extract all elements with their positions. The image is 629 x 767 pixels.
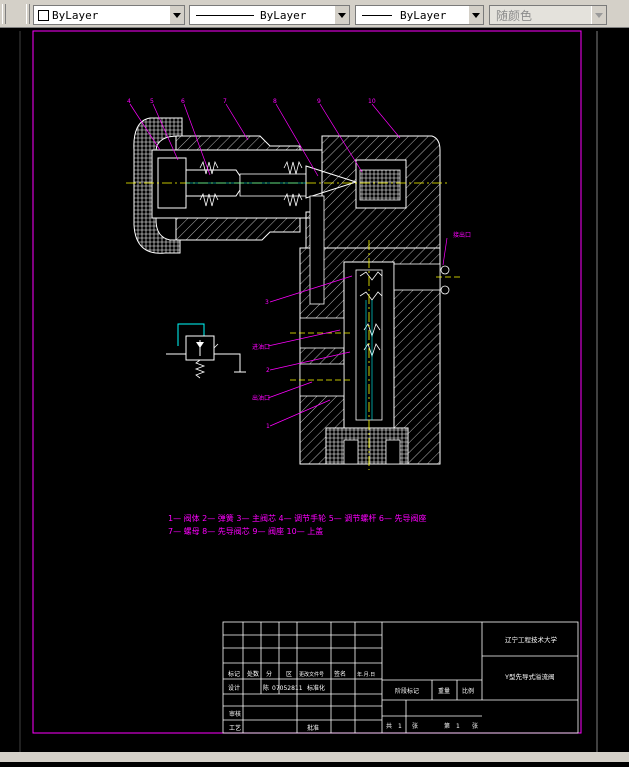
lineweight-combo-value: ByLayer [400, 9, 447, 22]
linetype-combo-value: ByLayer [260, 9, 307, 22]
color-combo[interactable]: ByLayer [33, 5, 185, 25]
chevron-down-icon[interactable] [468, 6, 483, 24]
valve-assembly [126, 117, 460, 470]
title-cell: 签名 [334, 670, 346, 678]
part-number-label: 5 [150, 98, 154, 105]
drawing-canvas[interactable]: 4 5 6 7 8 9 10 接出口 3 进油口 2 出油口 1 [0, 28, 629, 762]
port-label: 进油口 [252, 343, 270, 351]
chevron-down-icon [591, 6, 606, 24]
lineweight-combo[interactable]: ByLayer [355, 5, 484, 25]
parts-legend: 1— 阀体 2— 弹簧 3— 主阀芯 4— 调节手轮 5— 调节螺杆 6— 先导… [168, 513, 427, 536]
title-cell: 07052811 [272, 685, 303, 692]
title-cell: 审核 [229, 710, 241, 718]
toolbar-grip[interactable] [2, 4, 6, 24]
title-cell: 阶段标记 [395, 687, 419, 695]
title-cell: 批准 [307, 724, 319, 732]
title-cell: 标准化 [307, 684, 325, 692]
title-cell: 比例 [462, 687, 474, 695]
title-cell: 张 [412, 722, 418, 730]
title-cell: 工艺 [229, 724, 241, 732]
title-cell: 处数 [247, 670, 259, 678]
color-combo-value: ByLayer [52, 9, 99, 22]
part-number-label: 2 [266, 367, 270, 374]
plotstyle-combo-value: 随颜色 [496, 9, 533, 23]
title-cell: 年.月.日 [357, 671, 375, 678]
status-strip [0, 752, 629, 762]
part-number-label: 6 [181, 98, 185, 105]
title-cell: 重量 [438, 687, 450, 695]
title-cell: 标记 [228, 670, 240, 678]
legend-line: 1— 阀体 2— 弹簧 3— 主阀芯 4— 调节手轮 5— 调节螺杆 6— 先导… [168, 513, 427, 523]
relief-valve-symbol [166, 323, 246, 379]
part-number-label: 8 [273, 98, 277, 105]
part-number-label: 1 [266, 423, 270, 430]
part-number-label: 10 [368, 98, 376, 105]
title-cell: 张 [472, 722, 478, 730]
title-cell: 更改文件号 [299, 671, 324, 678]
lineweight-swatch-icon [362, 15, 392, 16]
part-number-label: 7 [223, 98, 227, 105]
part-callouts [129, 103, 448, 427]
title-cell: 1 [398, 723, 402, 730]
part-number-label: 4 [127, 98, 131, 105]
title-cell: 分 [266, 670, 272, 678]
port-label: 出油口 [252, 394, 270, 402]
legend-line: 7— 螺母 8— 先导阀芯 9— 阀座 10— 上盖 [168, 526, 323, 536]
drawing-title: Y型先导式溢流阀 [504, 672, 554, 681]
toolbar-grip[interactable] [26, 4, 30, 24]
properties-toolbar: ByLayer ByLayer ByLayer 随颜色 [0, 0, 629, 28]
school-name: 辽宁工程技术大学 [505, 635, 558, 644]
linetype-swatch-icon [196, 15, 254, 16]
title-cell: 共 [386, 722, 392, 730]
linetype-combo[interactable]: ByLayer [189, 5, 350, 25]
title-cell: 第 [444, 722, 450, 730]
hand-wheel [133, 117, 183, 254]
cad-drawing: 4 5 6 7 8 9 10 接出口 3 进油口 2 出油口 1 [19, 30, 598, 752]
title-cell: 设计 [228, 684, 240, 692]
chevron-down-icon[interactable] [169, 6, 184, 24]
part-number-label: 3 [265, 299, 269, 306]
plotstyle-combo: 随颜色 [489, 5, 607, 25]
title-cell: 1 [456, 723, 460, 730]
part-number-label: 9 [317, 98, 321, 105]
title-cell: 陈 [263, 684, 269, 692]
title-block [222, 621, 579, 734]
port-label: 接出口 [453, 231, 471, 239]
color-swatch-icon [38, 10, 49, 21]
title-cell: 区 [286, 671, 292, 678]
chevron-down-icon[interactable] [334, 6, 349, 24]
